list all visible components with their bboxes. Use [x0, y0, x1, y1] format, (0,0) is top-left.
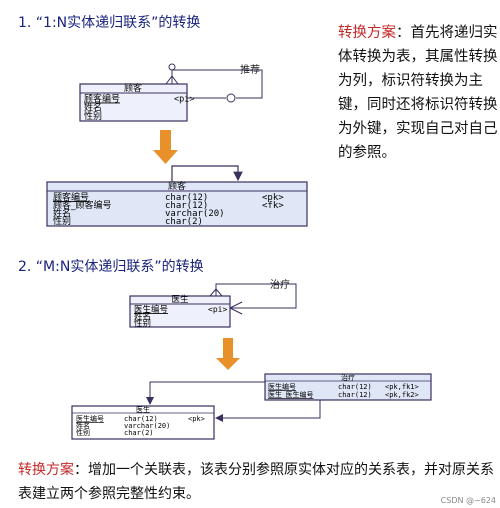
er1-attr-2: 性别 [84, 110, 102, 122]
table-doctor-row0-name: 医生编号 [76, 414, 104, 423]
fk2-reference-line [215, 400, 321, 422]
er1-entity: 顾客 顾客编号 <pi> 姓名 性别 [79, 82, 194, 122]
er2-relationship [209, 283, 297, 315]
table-doctor-row1-name: 姓名 [76, 421, 90, 430]
table-doctor: 医生 医生编号 char(12) <pk> 姓名 varchar(20) 性别 … [71, 405, 215, 440]
table-treat: 治疗 医生编号 char(12) <pk,fk1> 医生_医生编号 char(1… [264, 373, 432, 401]
table1-row1-key: <fk> [262, 201, 284, 211]
er2-pk-tag: <pi> [208, 305, 227, 314]
section2-heading: 2. “M:N实体递归联系”的转换 [18, 259, 204, 275]
er2-attr-2: 性别 [134, 318, 151, 329]
table1-row3-name: 性别 [53, 215, 71, 227]
er2-entity: 医生 医生编号 <pi> 姓名 性别 [129, 294, 231, 329]
er1-pk-tag: <pi> [174, 95, 194, 105]
side-note: 转换方案：首先将递归实体转换为表，其属性转换为列，标识符转换为主键，同时还将标识… [338, 21, 500, 165]
table-doctor-row2-type: char(2) [124, 429, 154, 437]
side-note-text: ：首先将递归实体转换为表，其属性转换为列，标识符转换为主键，同时还将标识符转换为… [338, 25, 498, 161]
table-doctor-row0-key: <pk> [188, 415, 205, 423]
table1-row1-name: 顾客_顾客编号 [53, 199, 112, 211]
table1-row0-type: char(12) [165, 193, 208, 203]
table-treat-row0-type: char(12) [338, 383, 372, 391]
table1-self-reference [171, 165, 243, 182]
table1-row2-name: 姓名 [53, 207, 71, 219]
table1-row1-type: char(12) [165, 201, 208, 211]
table1-row0-key: <pk> [262, 193, 284, 203]
table-treat-row1-type: char(12) [338, 391, 372, 399]
er1-attr-0: 顾客编号 [84, 93, 120, 105]
transform-arrow-2 [216, 338, 240, 370]
bottom-note-text: ：增加一个关联表，该表分别参照原实体对应的关系表，并对原关系表建立两个参照完整性… [18, 462, 494, 502]
er2-attr-1: 姓名 [134, 311, 151, 322]
er1-relationship-label: 推荐 [240, 63, 260, 76]
table-doctor-row0-type: char(12) [124, 415, 158, 423]
side-note-label: 转换方案 [338, 25, 396, 41]
table-treat-row1-name: 医生_医生编号 [268, 390, 314, 399]
er2-attr-0: 医生编号 [134, 304, 168, 315]
table1-row2-type: varchar(20) [165, 209, 225, 219]
table-treat-row0-name: 医生编号 [268, 382, 296, 391]
table-doctor-title: 医生 [136, 405, 150, 414]
er1-attr-1: 姓名 [84, 102, 102, 114]
table1-row0-name: 顾客编号 [53, 191, 89, 203]
bottom-note: 转换方案：增加一个关联表，该表分别参照原实体对应的关系表，并对原关系表建立两个参… [18, 458, 500, 506]
transform-arrow-1 [153, 130, 178, 164]
table1-title: 顾客 [168, 180, 186, 192]
table1: 顾客 顾客编号 char(12) <pk> 顾客_顾客编号 char(12) <… [46, 180, 308, 227]
table-doctor-row1-type: varchar(20) [124, 422, 170, 430]
section1-heading: 1. “1:N实体递归联系”的转换 [18, 15, 201, 31]
table-treat-row0-key: <pk,fk1> [385, 383, 419, 391]
table-treat-row1-key: <pk,fk2> [385, 391, 419, 399]
fk1-reference-line [146, 381, 265, 405]
table-treat-title: 治疗 [341, 373, 355, 382]
er1-relationship [165, 63, 263, 103]
watermark: CSDN @~624 [440, 496, 496, 505]
bottom-note-label: 转换方案 [18, 462, 74, 478]
table-doctor-row2-name: 性别 [76, 428, 90, 437]
er2-relationship-label: 治疗 [270, 278, 290, 291]
table1-row3-type: char(2) [165, 217, 203, 227]
er1-entity-title: 顾客 [124, 82, 142, 94]
er2-entity-title: 医生 [171, 294, 189, 305]
